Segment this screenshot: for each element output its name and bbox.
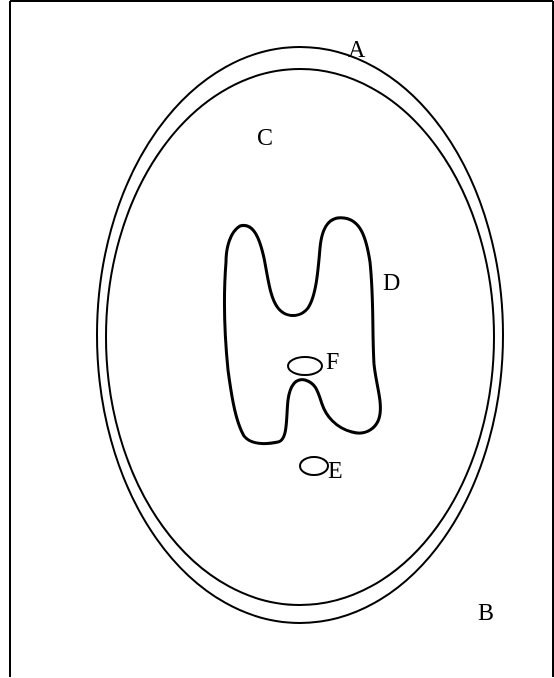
label-d: D <box>383 270 400 296</box>
small-oval-f <box>288 357 322 375</box>
label-a: A <box>348 37 366 63</box>
label-c: C <box>257 125 273 151</box>
outer-frame <box>10 1 553 677</box>
label-b: B <box>478 600 494 626</box>
inner-membrane-ellipse <box>106 69 494 605</box>
h-shaped-body <box>225 218 381 444</box>
label-f: F <box>326 349 339 375</box>
outer-membrane-ellipse <box>97 47 503 623</box>
small-oval-e <box>300 457 328 475</box>
label-e: E <box>328 458 343 484</box>
